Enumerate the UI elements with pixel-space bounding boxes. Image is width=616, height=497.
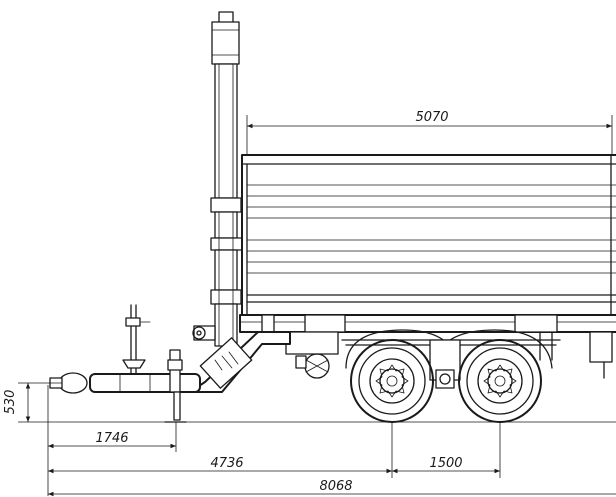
dimension-530: 530: [3, 382, 62, 422]
drawbar: [49, 304, 291, 423]
dim-label-1746: 1746: [95, 431, 128, 446]
dim-label-530: 530: [3, 390, 18, 415]
rear-wheel: [458, 339, 542, 423]
dim-label-5070: 5070: [415, 110, 448, 125]
dim-label-8068: 8068: [319, 479, 352, 494]
dim-label-1500: 1500: [429, 456, 462, 471]
chimney-stack: [192, 11, 245, 347]
dimension-1746: 1746: [48, 422, 177, 452]
chassis-frame: [239, 314, 616, 389]
dimension-1500: 1500: [392, 422, 501, 478]
dimension-4736: 4736: [48, 422, 393, 478]
trailer-body: [241, 154, 616, 316]
dimension-5070: 5070: [246, 110, 613, 155]
front-wheel: [350, 339, 434, 423]
dimension-8068: 8068: [48, 479, 616, 497]
dim-label-4736: 4736: [210, 456, 243, 471]
